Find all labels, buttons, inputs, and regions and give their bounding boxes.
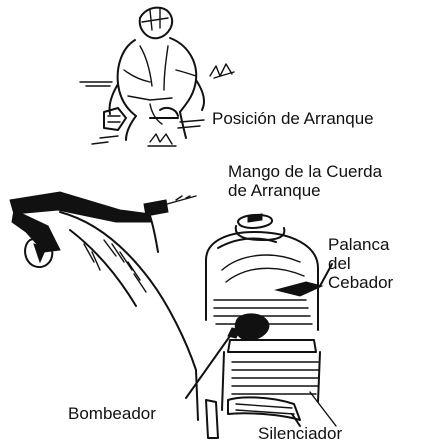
label-choke-lever-3: Cebador xyxy=(328,273,394,292)
label-choke-lever-1: Palanca xyxy=(328,235,390,254)
mower-assembly xyxy=(9,191,337,439)
label-primer: Bombeador xyxy=(68,404,156,423)
operator-figure xyxy=(79,6,235,147)
label-starting-position: Posición de Arranque xyxy=(212,109,374,128)
label-starter-rope-handle-1: Mango de la Cuerda xyxy=(228,162,383,181)
label-choke-lever-2: del xyxy=(328,254,351,273)
label-muffler: Silenciador xyxy=(258,424,343,443)
label-starter-rope-handle-2: de Arranque xyxy=(228,181,321,200)
